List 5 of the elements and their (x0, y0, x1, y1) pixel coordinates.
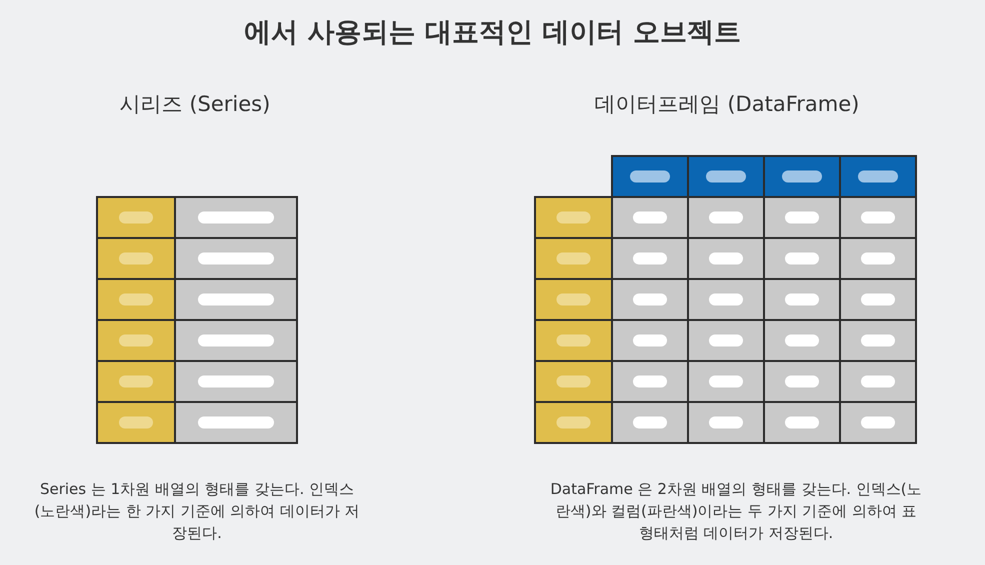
section-heading: 시리즈 (Series) (120, 91, 270, 118)
title: 에서 사용되는 대표적인 데이터 오브젝트 (243, 16, 742, 50)
section-heading: 데이터프레임 (DataFrame) (594, 91, 860, 118)
description-text: Series 는 1차원 배열의 형태를 갖는다. 인덱스(노란색)라는 한 가지 기준에 의하여 데이터가 저장된다. (33, 479, 361, 544)
description-text: DataFrame 은 2차원 배열의 형태를 갖는다. 인덱스(노란색)와 컬럼(파란색)이라는 두 가지 기준에 의하여 표 형태처럼 데이터가 저장된다. (549, 479, 923, 544)
